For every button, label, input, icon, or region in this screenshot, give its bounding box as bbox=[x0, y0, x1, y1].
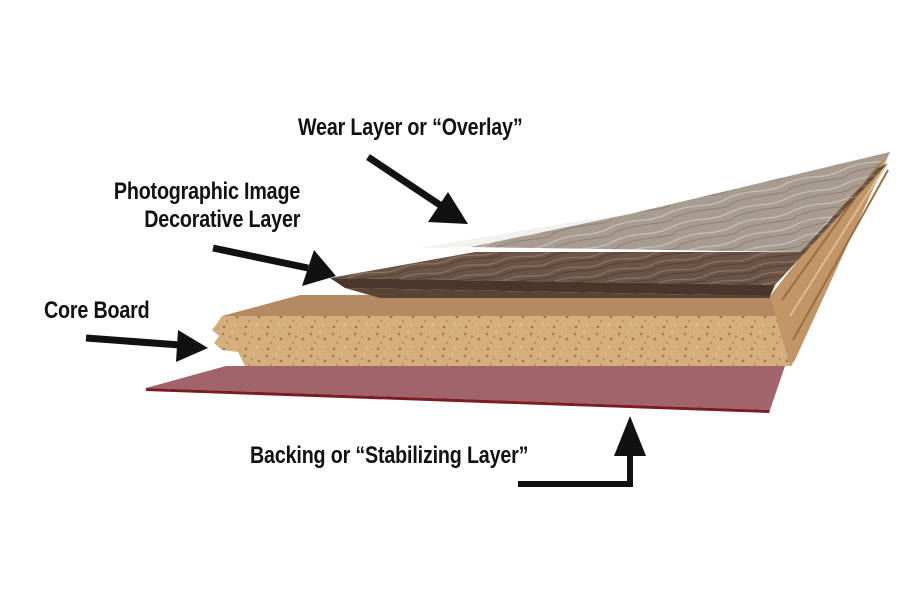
backing-layer-label: Backing or “Stabilizing Layer” bbox=[250, 442, 529, 469]
arrow-wear-layer bbox=[366, 154, 468, 224]
wear-layer bbox=[420, 152, 890, 252]
core-board-layer bbox=[212, 295, 800, 366]
arrow-core-board bbox=[85, 330, 208, 362]
core-board-label: Core Board bbox=[44, 297, 150, 324]
decorative-layer-label-line1: Photographic Image bbox=[113, 178, 300, 205]
arrow-decorative-layer bbox=[212, 244, 336, 286]
wear-layer-label: Wear Layer or “Overlay” bbox=[298, 114, 523, 141]
backing-layer bbox=[146, 366, 785, 413]
decorative-layer bbox=[330, 163, 888, 298]
arrow-backing bbox=[518, 416, 646, 487]
decorative-layer-label-line2: Decorative Layer bbox=[143, 206, 300, 233]
